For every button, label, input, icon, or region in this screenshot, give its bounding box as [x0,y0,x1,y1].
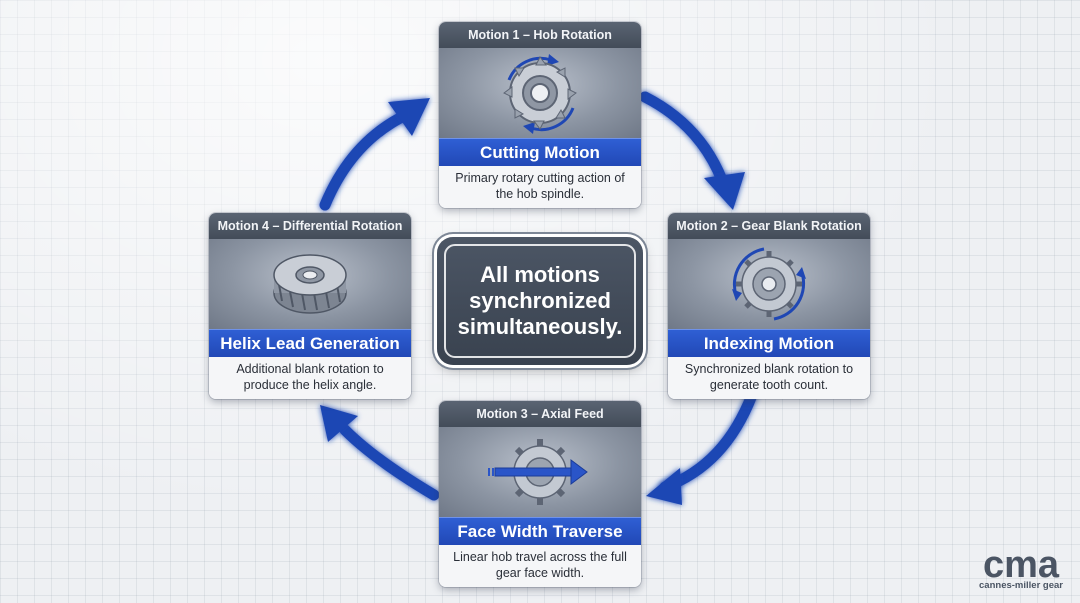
motion-2-header: Motion 2 – Gear Blank Rotation [668,213,870,239]
gear-blank-icon [732,247,806,321]
arrow-1-to-2 [639,91,728,186]
arrowhead-4-to-1 [388,98,430,136]
arrowhead-3-to-4 [320,405,358,442]
motion-3-description: Linear hob travel across the full gear f… [439,545,641,587]
motion-card-4: Motion 4 – Differential Rotation Helix [209,213,411,399]
motion-2-title: Indexing Motion [668,329,870,357]
motion-1-title: Cutting Motion [439,138,641,166]
motion-1-header: Motion 1 – Hob Rotation [439,22,641,48]
arrowhead-1-to-2 [704,172,745,210]
hob-cutter-icon [503,54,577,134]
arrowhead-2-to-3 [646,468,682,505]
motion-4-header: Motion 4 – Differential Rotation [209,213,411,239]
motion-card-1: Motion 1 – Hob Rotation [439,22,641,208]
helical-gear-icon [273,254,347,314]
logo-text: cannes-miller gear [979,580,1063,591]
arrow-4-to-1 [319,112,406,211]
arrow-3-to-4 [339,424,440,501]
synchronization-text: All motions synchronized simultaneously. [457,262,623,339]
gear-axial-feed-icon [488,439,588,505]
motion-card-2: Motion 2 – Gear Blank Rotation [668,213,870,399]
motion-2-description: Synchronized blank rotation to generate … [668,357,870,399]
motion-4-title: Helix Lead Generation [209,329,411,357]
cma-logo-mark: cma [983,546,1060,580]
synchronization-callout: All motions synchronized simultaneously. [437,237,643,365]
logo-mark-text: cma [983,546,1060,580]
motion-1-description: Primary rotary cutting action of the hob… [439,166,641,208]
motion-3-title: Face Width Traverse [439,517,641,545]
motion-card-3: Motion 3 – Axial Feed [439,401,641,587]
motion-3-header: Motion 3 – Axial Feed [439,401,641,427]
company-logo: cma cannes-miller gear [972,546,1070,596]
motion-4-description: Additional blank rotation to produce the… [209,357,411,399]
